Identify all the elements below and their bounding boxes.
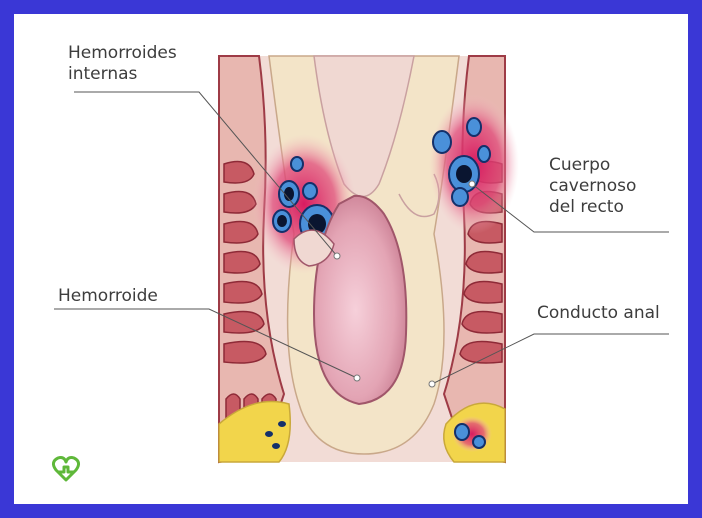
label-hemorrhoid: Hemorroide (58, 286, 158, 307)
heart-cross-icon (53, 458, 78, 481)
marker-anal-canal (429, 381, 435, 387)
marker-hemorrhoid (354, 375, 360, 381)
marker-cavernous-body (469, 181, 475, 187)
label-internal-hemorrhoids: Hemorroides internas (68, 43, 177, 85)
label-cavernous-body: Cuerpo cavernoso del recto (549, 155, 636, 218)
label-anal-canal: Conducto anal (537, 303, 660, 324)
illustration-panel: Hemorroides internas Cuerpo cavernoso de… (14, 14, 688, 504)
anal-anatomy-illustration (14, 14, 688, 504)
marker-internal-hemorrhoids (334, 253, 340, 259)
